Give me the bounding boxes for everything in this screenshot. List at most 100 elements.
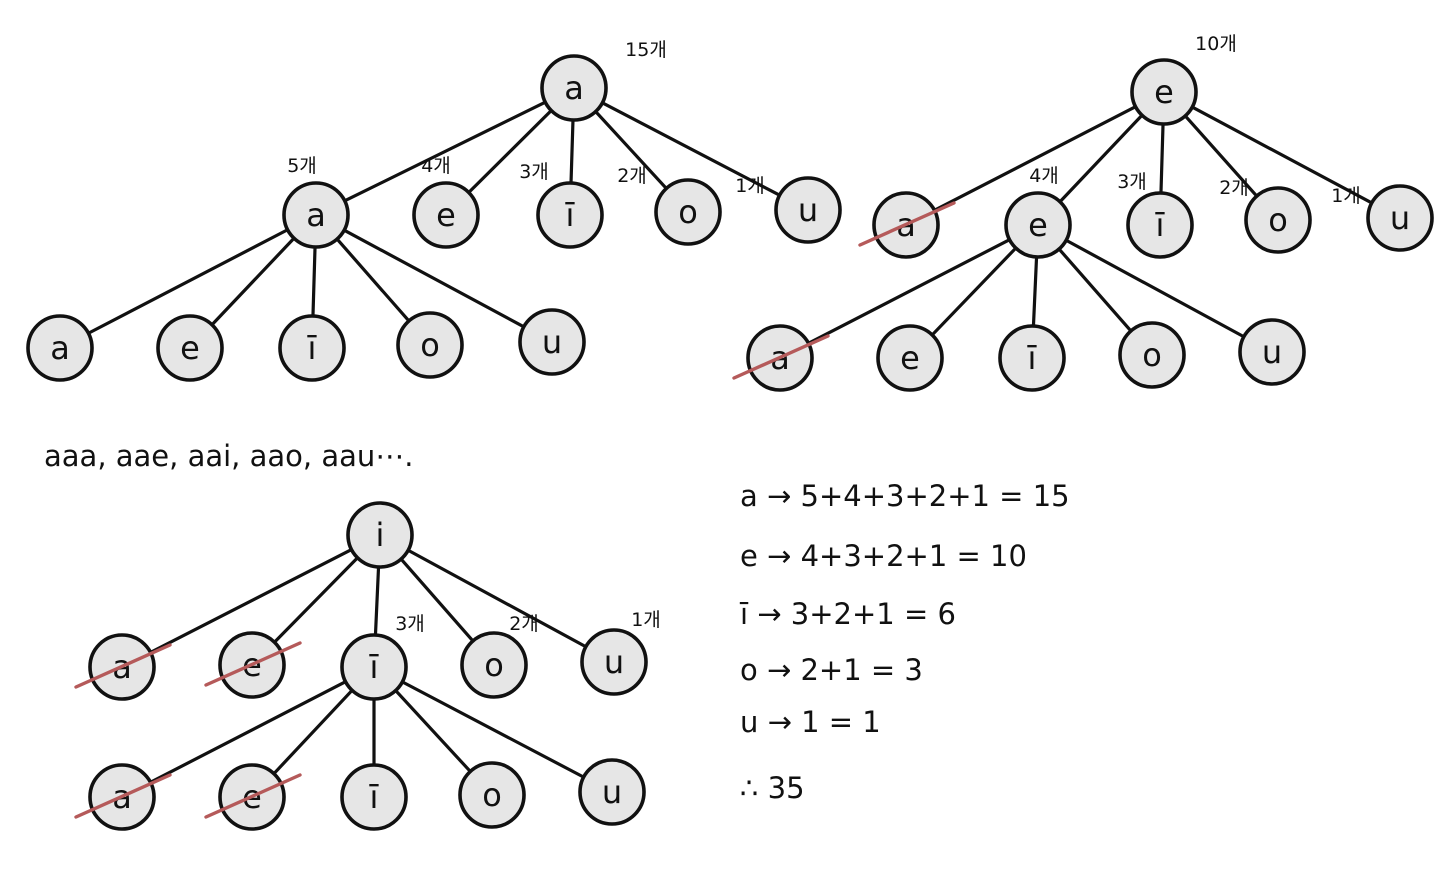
node-circle: [1238, 318, 1306, 386]
tree-i-level2-node: u: [578, 758, 646, 826]
node-label: ī: [1155, 206, 1166, 244]
strike-mark: [74, 773, 172, 819]
node-circle: [156, 314, 224, 382]
tree-e-level2-node: ī: [998, 324, 1066, 392]
tree-e-edge-root-3: [1183, 114, 1259, 198]
tree-a-level1-count: 3개: [519, 161, 549, 183]
strike-mark: [204, 641, 302, 687]
node-circle: [1130, 58, 1198, 126]
tree-i-level1-node: o: [460, 631, 528, 699]
tree-e-edge-child-3: [1057, 247, 1133, 333]
tree-i-edge-root-4: [406, 548, 588, 649]
tree-i-edge-root-3: [399, 557, 475, 643]
node-circle: [412, 181, 480, 249]
node-label: o: [482, 776, 502, 814]
node-label: a: [306, 196, 326, 234]
node-label: o: [484, 646, 504, 684]
tree-a-edge-root-0: [343, 100, 547, 203]
sum-line-a: a → 5+4+3+2+1 = 15: [740, 479, 1070, 513]
tree-i-edge-root-1: [272, 556, 360, 644]
tree-e-edge-root-4: [1190, 105, 1374, 205]
node-circle: [26, 314, 94, 382]
tree-e-edge-root-2: [1159, 122, 1165, 195]
tree-i-edge-root-0: [148, 547, 354, 655]
tree-e-level2-node: a: [732, 324, 830, 392]
tree-i-level1-node: u: [580, 628, 648, 696]
node-label: u: [602, 773, 622, 811]
tree-e-level1-node: u: [1366, 184, 1434, 252]
tree-a-edge-root-2: [569, 118, 575, 185]
total-result: ∴ 35: [740, 771, 805, 805]
strike-mark: [74, 643, 172, 689]
node-label: i: [376, 516, 385, 554]
tree-e-level2-node: u: [1238, 318, 1306, 386]
node-circle: [876, 324, 944, 392]
tree-e-edge-child-0: [806, 238, 1012, 345]
tree-a-level2-node: a: [26, 314, 94, 382]
tree-a-edge-child-2: [311, 245, 317, 318]
tree-e-level1-node: e: [1004, 191, 1072, 259]
tree-e-level1-node: a: [858, 191, 956, 259]
tree-i-root-node: i: [346, 501, 414, 569]
node-label: u: [798, 191, 818, 229]
tree-i-edge-root-2: [373, 565, 381, 637]
tree-i-edge-child-0: [148, 680, 348, 784]
tree-i-edge-child-3: [394, 688, 472, 774]
tree-i-level2-node: ī: [340, 763, 408, 831]
tree-e-edge-root-1: [1058, 113, 1144, 204]
tree-a-level1-node: a: [282, 181, 350, 249]
tree-a-level1-node: ī: [536, 181, 604, 249]
tree-e-edge-root-0: [932, 105, 1138, 212]
tree-e-level1-node: o: [1244, 186, 1312, 254]
node-label: ī: [369, 778, 380, 816]
node-circle: [774, 176, 842, 244]
tree-a-level2-node: o: [396, 311, 464, 379]
node-label: u: [604, 643, 624, 681]
node-label: u: [1262, 333, 1282, 371]
node-label: e: [436, 196, 456, 234]
tree-i-level1-node: a: [74, 633, 172, 701]
tree-e-level1-count: 4개: [1029, 165, 1059, 187]
tree-a-edge-child-0: [86, 228, 290, 335]
tree-i-level2-node: o: [458, 761, 526, 829]
tree-a-root-count: 15개: [625, 39, 667, 61]
edges-layer: [86, 100, 1374, 784]
tree-a-edge-child-1: [210, 236, 296, 327]
tree-a-edge-root-1: [467, 108, 553, 195]
examples-text: aaa, aae, aai, aao, aau⋯.: [44, 439, 413, 473]
node-circle: [540, 54, 608, 122]
node-label: e: [1028, 206, 1048, 244]
strike-mark: [204, 773, 302, 819]
tree-a-level1-count: 2개: [617, 165, 647, 187]
sum-line-i: ī → 3+2+1 = 6: [739, 597, 956, 631]
node-label: u: [1390, 199, 1410, 237]
tree-i-level1-count: 1개: [631, 609, 661, 631]
tree-a-level1-count: 4개: [421, 155, 451, 177]
tree-a-level1-count: 5개: [287, 155, 317, 177]
node-label: ī: [1027, 339, 1038, 377]
tree-e-level2-node: o: [1118, 321, 1186, 389]
node-circle: [460, 631, 528, 699]
node-label: e: [900, 339, 920, 377]
node-label: e: [1154, 73, 1174, 111]
node-label: ī: [565, 196, 576, 234]
strike-mark: [858, 201, 956, 247]
node-circle: [340, 763, 408, 831]
node-label: o: [420, 326, 440, 364]
tree-i-level1-node: ī: [340, 633, 408, 701]
tree-a-level2-node: e: [156, 314, 224, 382]
node-circle: [1366, 184, 1434, 252]
node-circle: [340, 633, 408, 701]
node-circle: [1126, 191, 1194, 259]
sum-line-e: e → 4+3+2+1 = 10: [740, 539, 1027, 573]
tree-a-level1-node: e: [412, 181, 480, 249]
node-circle: [346, 501, 414, 569]
tree-i-level2-node: a: [74, 763, 172, 831]
tree-a-level2-node: ī: [278, 314, 346, 382]
tree-i-level1-count: 2개: [509, 613, 539, 635]
tree-e-level1-count: 3개: [1117, 171, 1147, 193]
strike-mark: [732, 334, 830, 380]
node-label: ī: [307, 329, 318, 367]
tree-e-edge-child-2: [1031, 255, 1039, 328]
node-circle: [458, 761, 526, 829]
